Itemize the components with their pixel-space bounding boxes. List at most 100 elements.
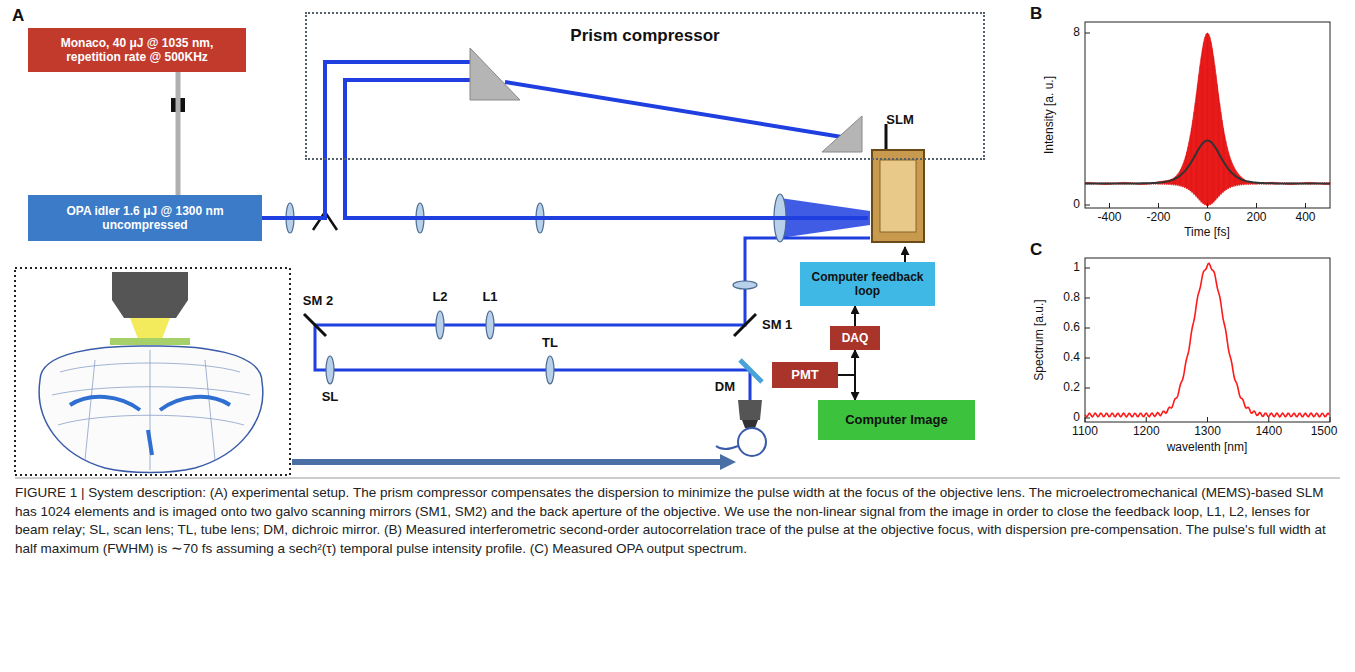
fringe-stroke <box>1214 65 1215 200</box>
fringe-stroke <box>1213 56 1214 201</box>
compressor-group: Prism compressor <box>305 12 985 160</box>
fringe-stroke <box>1192 120 1193 192</box>
panel-letter: B <box>1030 4 1042 24</box>
node-text: Monaco, 40 μJ @ 1035 nm, repetition rate… <box>34 36 240 65</box>
return-beam <box>315 238 870 402</box>
component-label: L2 <box>432 290 447 305</box>
beam-path <box>315 238 870 402</box>
fringe-stroke <box>1197 84 1198 198</box>
axis-tick <box>1085 418 1090 419</box>
signal-arrow <box>838 375 855 400</box>
scan-mirror <box>304 314 326 336</box>
autocorrelation-trace <box>1085 33 1330 206</box>
lens <box>326 356 334 384</box>
fringe-stroke <box>1200 65 1201 200</box>
fringe-stroke <box>1222 120 1223 192</box>
fringe-stroke <box>1234 169 1235 186</box>
plot-frame <box>1085 258 1330 422</box>
laser-box: Monaco, 40 μJ @ 1035 nm, repetition rate… <box>28 28 246 72</box>
mouse-body <box>716 446 738 449</box>
tick-label: 0.2 <box>1063 381 1080 395</box>
ventricle <box>70 397 140 410</box>
component-label: L1 <box>482 290 497 305</box>
fringe-stroke <box>1236 173 1237 185</box>
signal-arrow <box>854 306 856 326</box>
fringe-stroke <box>1209 37 1210 204</box>
intensity-curve <box>1085 141 1330 184</box>
node-text: DAQ <box>842 331 869 345</box>
tick-label: 0.8 <box>1063 291 1080 305</box>
fringe-stroke <box>1211 42 1212 204</box>
tick-label: 0.4 <box>1063 351 1080 365</box>
tick-label: 1200 <box>1133 425 1160 439</box>
figure-caption: FIGURE 1 | System description: (A) exper… <box>15 484 1340 559</box>
beam-path <box>325 62 472 160</box>
region-line <box>85 360 215 460</box>
objective <box>738 400 762 420</box>
panel-letter: C <box>1030 240 1042 260</box>
tick-label: 8 <box>1073 26 1080 40</box>
axis-tick <box>1146 417 1147 422</box>
axis-tick <box>1085 205 1090 206</box>
fringe-stroke <box>1217 84 1218 198</box>
plot-curves <box>1085 33 1330 422</box>
region-line <box>52 387 250 395</box>
axis-tick <box>1305 203 1306 208</box>
tick-label: -200 <box>1146 211 1170 225</box>
fringe-stroke <box>1219 103 1220 195</box>
axis-tick <box>1158 203 1159 208</box>
axis-tick <box>1268 417 1269 422</box>
axis-tick <box>1085 268 1090 269</box>
fringe-stroke <box>1233 166 1234 186</box>
ventricle <box>148 430 152 455</box>
view-arrow <box>292 459 722 465</box>
fringe-stroke <box>1180 169 1181 186</box>
axis-tick <box>1330 417 1331 422</box>
component-label: SL <box>322 390 339 405</box>
fringe-stroke <box>1218 94 1219 197</box>
fringe-stroke <box>1181 166 1182 186</box>
slm-device <box>872 150 924 242</box>
fringe-stroke <box>1216 74 1217 199</box>
axis-tick <box>1256 203 1257 208</box>
axis-tick <box>1085 358 1090 359</box>
fringe-stroke <box>1208 34 1209 205</box>
fringe-stroke <box>1195 103 1196 195</box>
scan-mirror <box>734 314 756 336</box>
tick-label: -400 <box>1097 211 1121 225</box>
node-text: PMT <box>791 367 818 383</box>
feedback-box: Computer feedback loop <box>800 262 935 306</box>
component-label: SM 1 <box>762 318 792 333</box>
fringe-stroke <box>1196 94 1197 197</box>
tick-label: 1300 <box>1194 425 1221 439</box>
tick-label: 0.6 <box>1063 321 1080 335</box>
brain-outline <box>39 346 263 473</box>
mouse-head <box>738 428 766 456</box>
view-arrowhead <box>720 454 736 470</box>
node-text: Computer Image <box>845 412 948 428</box>
tick-label: 1400 <box>1255 425 1282 439</box>
axis-tick <box>1085 328 1090 329</box>
image-box: Computer Image <box>818 400 975 440</box>
brain-panel <box>15 268 290 475</box>
axis-tick <box>1109 203 1110 208</box>
fringe-stroke <box>1202 49 1203 203</box>
fringe-stroke <box>1206 34 1207 205</box>
tick-label: 200 <box>1246 211 1266 225</box>
node-text: OPA idler 1.6 μJ @ 1300 nm uncompressed <box>34 204 256 233</box>
dichroic-mirror <box>740 360 762 382</box>
fringe-stroke <box>1205 37 1206 204</box>
caption-rule <box>15 478 1340 479</box>
tick-label: 400 <box>1295 211 1315 225</box>
axis-title: Spectrum [a.u.] <box>1033 299 1047 380</box>
objective <box>112 272 188 318</box>
lens <box>546 356 554 384</box>
cranial-window <box>110 338 190 345</box>
node-text: Computer feedback loop <box>806 270 929 299</box>
signal-arrow <box>904 247 906 262</box>
tick-label: 0 <box>1073 411 1080 425</box>
beam-connector <box>345 160 868 218</box>
fringe-stroke <box>1232 163 1233 186</box>
slm-unit: SLM <box>868 110 932 247</box>
